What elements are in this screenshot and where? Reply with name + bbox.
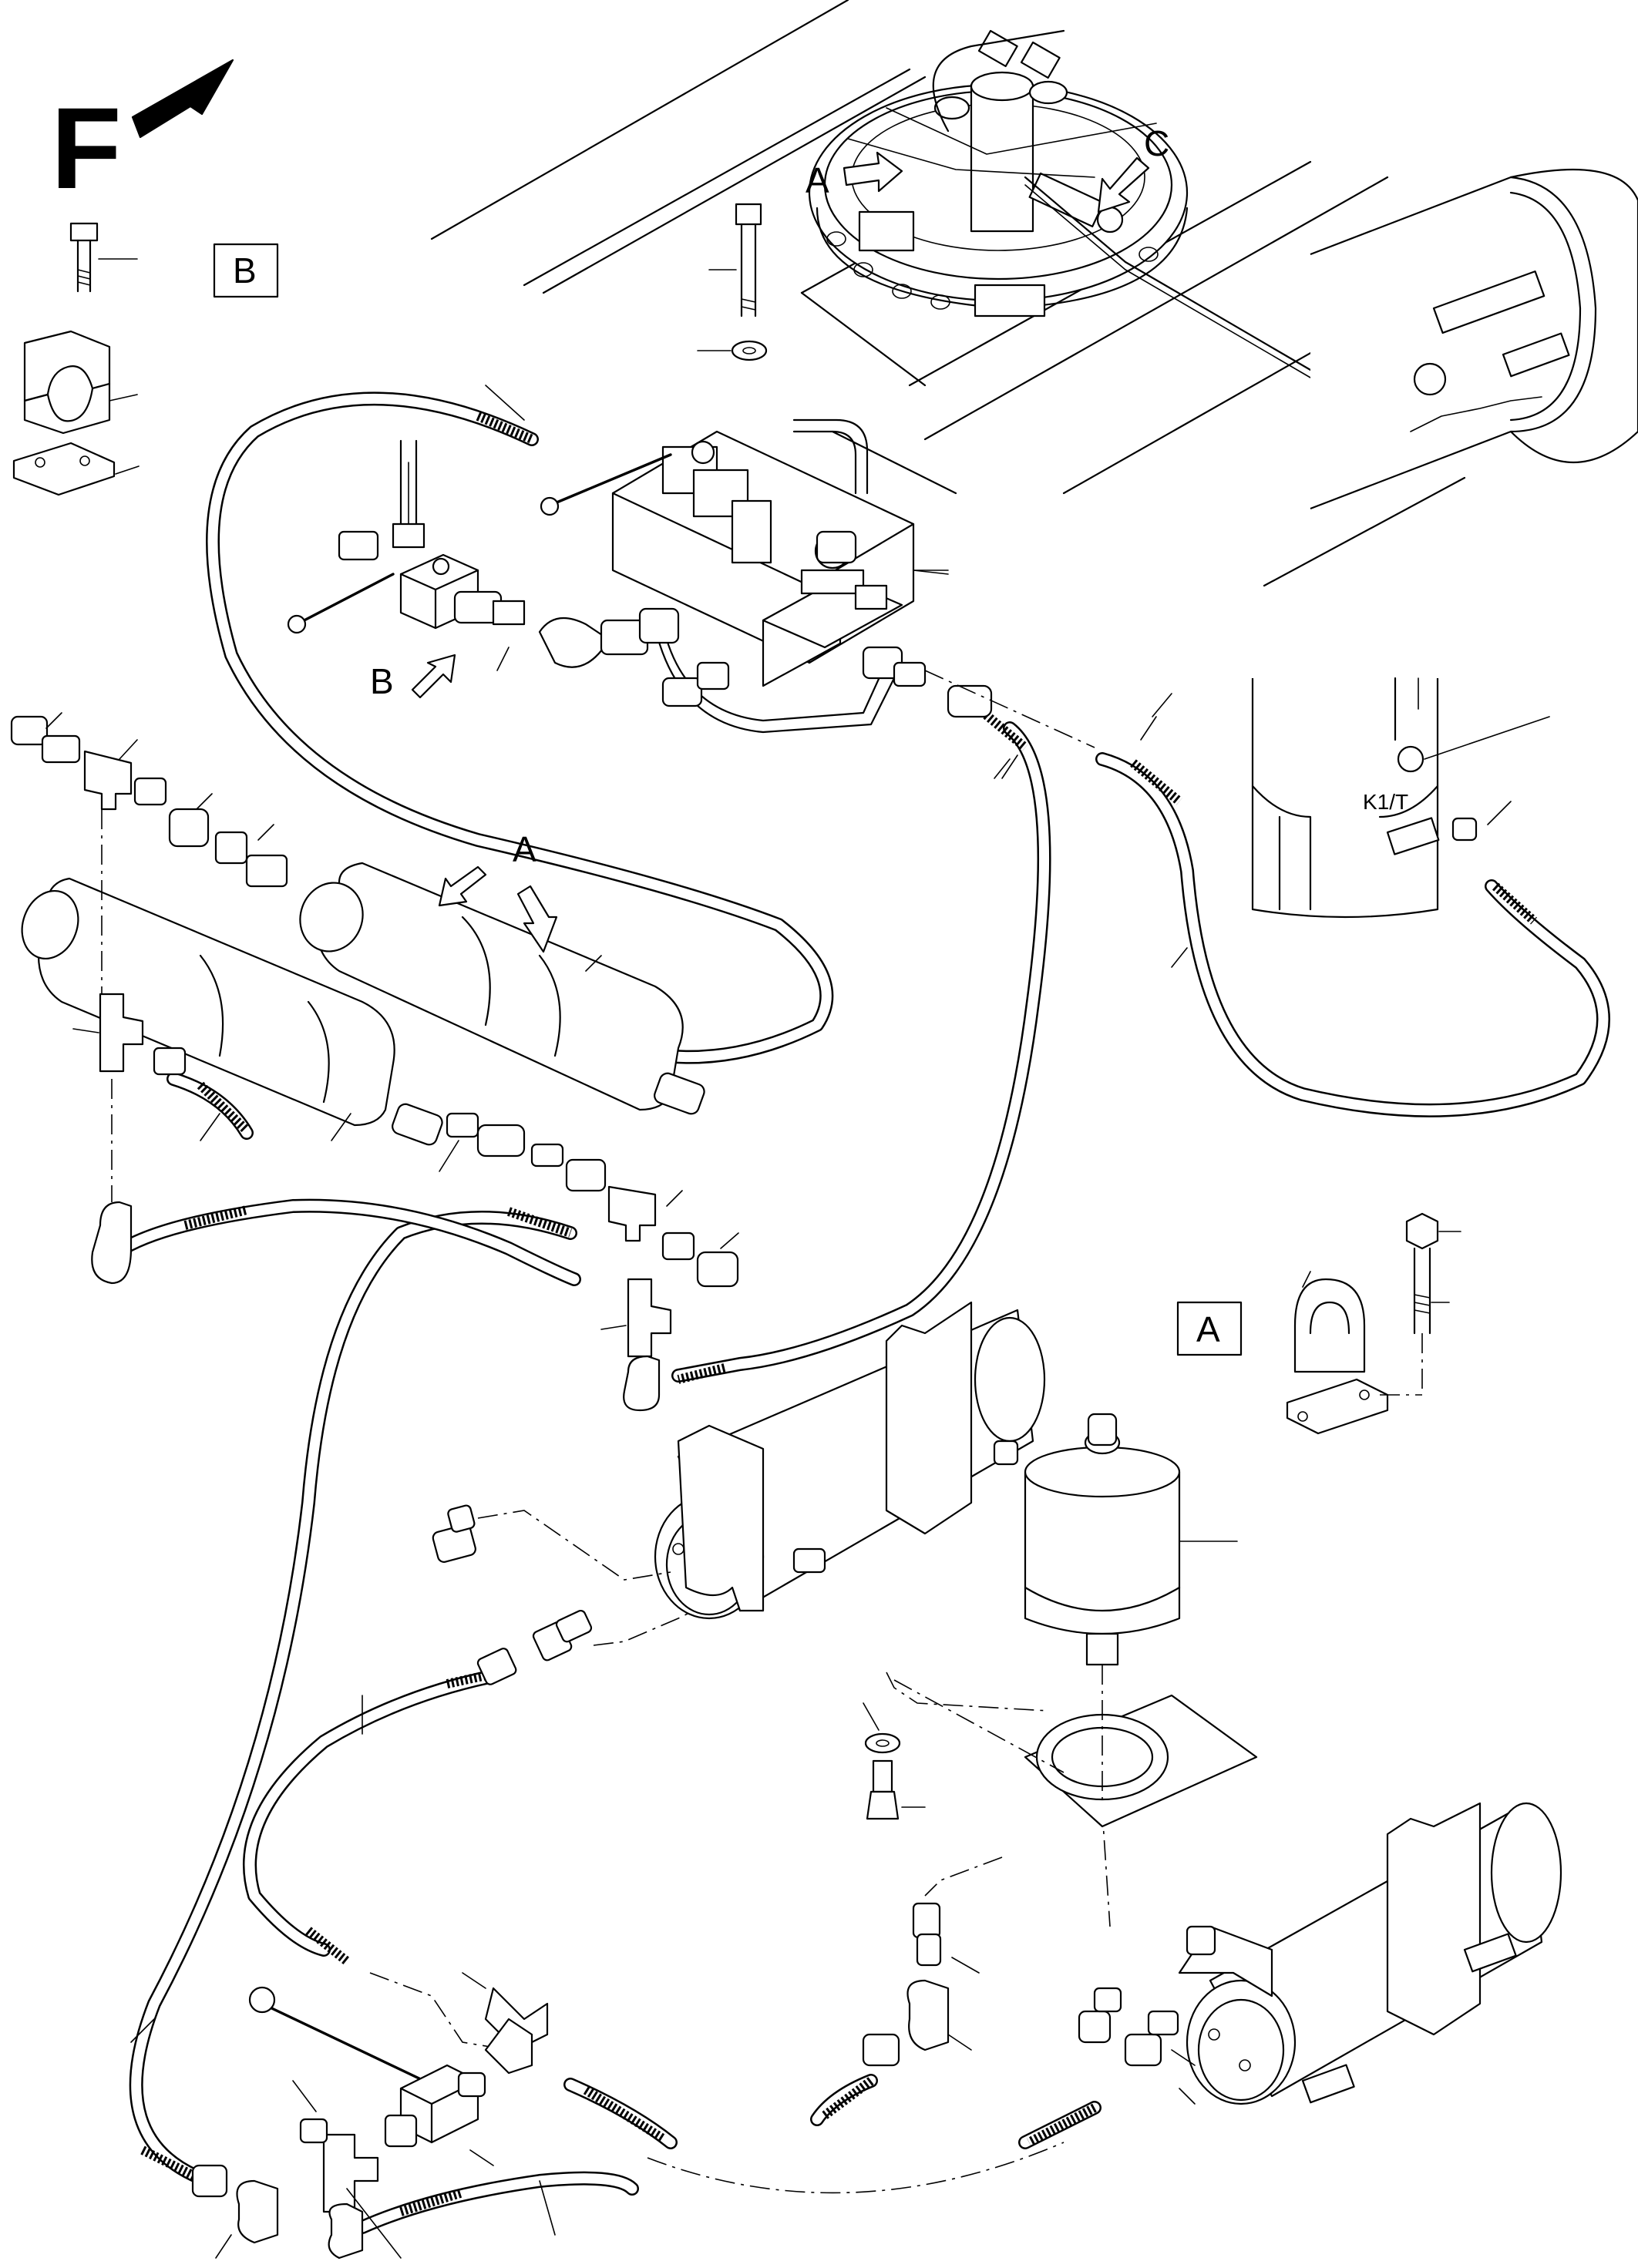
master-cylinder: K1/T [1251, 677, 1550, 919]
brake-caliper-lower-right [1178, 1802, 1562, 2105]
clamp-part [12, 330, 140, 496]
washer-bolt-small [863, 1679, 1065, 1820]
detail-b-group: B [12, 222, 279, 496]
lower-fittings [862, 1902, 1196, 2105]
view-arrow-c-drum: C [1097, 123, 1169, 213]
valve-block [540, 418, 915, 734]
view-label-b: B [370, 661, 394, 701]
brake-caliper-center [654, 1301, 1046, 1620]
detail-box-b-label: B [233, 250, 257, 291]
detail-box-b [213, 243, 279, 298]
left-tee-fitting [72, 809, 187, 1285]
bolt-washer-center [697, 203, 768, 361]
accumulator-pair [21, 862, 705, 1146]
view-arrow-b: B [370, 654, 456, 701]
detail-a-group: A [1176, 1212, 1461, 1435]
valve-connector-fittings [661, 530, 1157, 779]
bolt-part [69, 222, 138, 293]
forward-direction-marker: F [51, 59, 234, 213]
detail-box-a-label: A [1196, 1309, 1220, 1349]
view-label-a-drum: A [806, 160, 829, 200]
view-arrows-a-accumulator: A [438, 829, 558, 953]
fittings-row-left [10, 712, 288, 888]
reservoir-accumulator [1024, 1413, 1258, 1828]
k1t-label: K1/T [1363, 790, 1408, 814]
pressure-switch-block [287, 439, 680, 671]
forward-letter: F [51, 83, 122, 213]
view-label-c: C [1144, 123, 1169, 163]
view-label-a-accumulator: A [513, 829, 536, 869]
view-arrow-a-drum: A [806, 151, 903, 200]
bottom-hose-fitting [346, 2142, 1065, 2259]
hydraulic-hoses [116, 391, 1610, 2234]
fittings-row-middle [446, 1112, 739, 1412]
brake-drum-assembly [808, 29, 1412, 440]
small-fittings-center [432, 1504, 593, 1685]
right-brake-drum [1310, 168, 1638, 510]
detail-box-a [1176, 1301, 1243, 1356]
lower-left-valve [191, 1972, 549, 2260]
leader-lines [130, 385, 1188, 2043]
